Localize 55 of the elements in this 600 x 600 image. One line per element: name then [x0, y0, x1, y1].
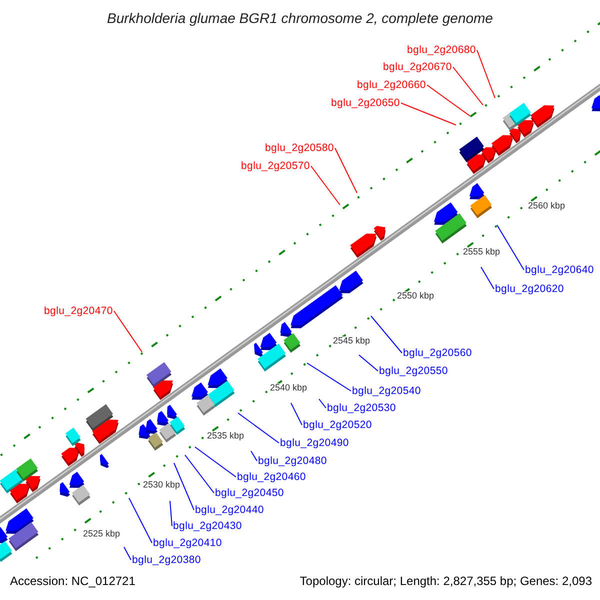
gene-label: bglu_2g20480	[258, 456, 327, 466]
gene-label: bglu_2g20670	[383, 62, 452, 72]
scale-label: 2530 kbp	[143, 480, 180, 490]
scale-label: 2560 kbp	[528, 202, 566, 210]
leader-line	[306, 362, 352, 392]
leader-line	[170, 500, 172, 526]
gene-label: bglu_2g20380	[132, 554, 201, 566]
gene-label: bglu_2g20580	[265, 142, 334, 154]
gene-label: bglu_2g20470	[44, 306, 113, 316]
leader-line	[400, 102, 456, 126]
gene-label: bglu_2g20450	[215, 488, 284, 498]
scale-label: 2545 kbp	[333, 336, 370, 346]
leader-line	[370, 316, 402, 354]
diagram-title: Burkholderia glumae BGR1 chromosome 2, complete genome	[106, 10, 494, 26]
leader-line	[480, 266, 494, 290]
leader-line	[318, 398, 326, 408]
gene-label: bglu_2g20550	[379, 366, 448, 376]
gene-label: bglu_2g20570	[241, 160, 310, 172]
scale-label: 2550 kbp	[397, 292, 434, 300]
leader-line	[358, 354, 378, 372]
gene-label: bglu_2g20460	[237, 472, 306, 482]
leader-line	[476, 50, 496, 98]
leader-line	[184, 454, 214, 494]
gene-label: bglu_2g20520	[303, 420, 372, 430]
leader-line	[496, 224, 524, 270]
gene-label: bglu_2g20540	[352, 386, 421, 396]
leader-line	[124, 546, 132, 560]
leader-line	[174, 462, 194, 510]
gene-label: bglu_2g20410	[153, 538, 222, 548]
leader-line	[290, 402, 302, 426]
gene-label: bglu_2g20530	[327, 402, 396, 414]
gene-label: bglu_2g20660	[357, 80, 426, 90]
leader-line	[113, 310, 142, 352]
gene-label: bglu_2g20650	[331, 98, 400, 108]
scale-label: 2540 kbp	[270, 384, 308, 392]
gene-label: bglu_2g20560	[403, 348, 472, 358]
gene-label: bglu_2g20640	[525, 264, 594, 276]
leader-line	[194, 446, 236, 478]
scale-label: 2535 kbp	[207, 432, 244, 440]
gene-label: bglu_2g20440	[195, 504, 264, 516]
genome-info: Accession: NC_012721	[10, 575, 136, 587]
gene-label: bglu_2g20490	[280, 438, 349, 448]
genome-info: Topology: circular; Length: 2,827,355 bp; Genes: 2,093	[300, 575, 592, 587]
leader-line	[426, 84, 470, 116]
leader-line	[238, 412, 280, 444]
leader-line	[334, 148, 358, 194]
leader-line	[452, 66, 484, 106]
scale-label: 2525 kbp	[83, 530, 120, 538]
leader-line	[250, 450, 258, 462]
gene-label: bglu_2g20680	[407, 44, 476, 56]
scale-label: 2555 kbp	[463, 248, 500, 256]
leader-line	[128, 498, 152, 544]
gene-label: bglu_2g20430	[173, 520, 242, 532]
leader-line	[310, 166, 340, 206]
gene-label: bglu_2g20620	[495, 284, 564, 294]
